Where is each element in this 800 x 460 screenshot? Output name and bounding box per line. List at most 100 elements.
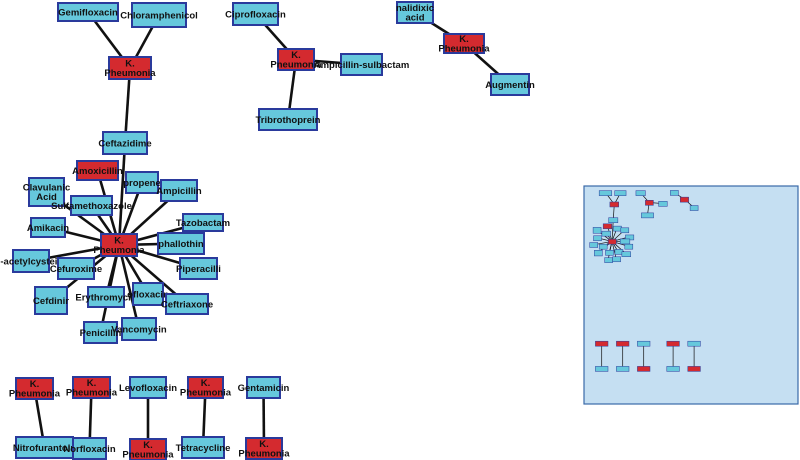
mini-node-augmentin bbox=[689, 205, 699, 211]
node-box bbox=[72, 437, 107, 460]
node-label: Pheumonia bbox=[9, 389, 61, 400]
mini-node-norfloxacin bbox=[616, 366, 630, 372]
node-norfloxacin[interactable]: Norfloxacin bbox=[63, 437, 116, 460]
node-ceftriaxone[interactable]: Ceftriaxone bbox=[161, 293, 213, 315]
node-box bbox=[182, 213, 224, 232]
node-box bbox=[76, 160, 119, 181]
node-label: Pneumonia bbox=[122, 450, 174, 460]
node-box bbox=[57, 2, 119, 22]
node-label: phallothin bbox=[158, 239, 204, 250]
node-label: K. bbox=[143, 440, 153, 451]
node-box bbox=[15, 377, 54, 400]
node-tribrothoprein[interactable]: Tribrothoprein bbox=[256, 108, 321, 131]
node-penicillin[interactable]: Penicillin bbox=[80, 321, 122, 344]
node-label: propene bbox=[123, 178, 160, 189]
node-label: Penicillin bbox=[80, 328, 122, 339]
node-ampicillin[interactable]: Ampicillin bbox=[156, 179, 202, 202]
node-box bbox=[83, 321, 118, 344]
node-ceftazidime[interactable]: Ceftazidime bbox=[98, 131, 152, 155]
node-box bbox=[28, 177, 65, 207]
node-box bbox=[100, 233, 138, 257]
node-kp7[interactable]: K.Pheumonia bbox=[180, 376, 232, 399]
node-box bbox=[245, 437, 283, 460]
mini-node-kp_hub bbox=[607, 238, 617, 245]
node-erythromycin[interactable]: Erythromycin bbox=[75, 286, 137, 308]
mini-node-sulfamethoxazole bbox=[601, 230, 611, 237]
edge-vancomycin-kp_hub bbox=[117, 244, 141, 330]
node-kp3[interactable]: K.Pheumonia bbox=[438, 33, 490, 55]
node-box bbox=[129, 376, 167, 399]
mini-node-ampsulb bbox=[658, 201, 668, 207]
node-levofloxacin[interactable]: Levofloxacin bbox=[119, 376, 177, 399]
node-label: Ciprofloxacin bbox=[225, 9, 286, 20]
mini-node-kp4 bbox=[595, 340, 609, 347]
node-box bbox=[12, 249, 50, 273]
node-nitrofurantoin[interactable]: Nitrofurantoin bbox=[13, 436, 77, 459]
node-tazobactam[interactable]: Tazobactam bbox=[176, 213, 230, 232]
node-cefuroxime[interactable]: Cefuroxime bbox=[50, 257, 102, 280]
node-nacetylcysteine[interactable]: N-acetylcysteine bbox=[0, 249, 68, 273]
node-label: Gentamicin bbox=[238, 383, 290, 394]
edge-ceftazidime-kp_hub bbox=[117, 142, 127, 246]
node-label: Tazobactam bbox=[176, 218, 230, 229]
mini-node-amikacin bbox=[593, 235, 602, 242]
node-label: Amoxicillin bbox=[72, 166, 123, 177]
node-label: K. bbox=[114, 236, 124, 247]
node-propene[interactable]: propene bbox=[123, 171, 161, 194]
node-box bbox=[102, 131, 148, 155]
node-label: Levofloxacin bbox=[119, 383, 177, 394]
mini-node-kp6 bbox=[637, 366, 651, 372]
node-ciprofloxacin[interactable]: Ciprofloxacin bbox=[225, 2, 286, 26]
node-amoxicillin[interactable]: Amoxicillin bbox=[72, 160, 123, 181]
node-vancomycin[interactable]: Vancomycin bbox=[111, 317, 167, 341]
node-box bbox=[277, 48, 315, 71]
node-label: Pheumonia bbox=[238, 449, 290, 460]
mini-node-propene bbox=[613, 225, 622, 232]
node-piperacillin[interactable]: Piperacilli bbox=[176, 257, 221, 280]
node-label: Clavulanic bbox=[23, 183, 71, 194]
mini-node-kp5 bbox=[616, 340, 630, 347]
node-label: Sulfamethoxazole bbox=[51, 201, 132, 212]
node-gentamicin[interactable]: Gentamicin bbox=[238, 376, 290, 399]
node-ofloxacin[interactable]: ofloxacin bbox=[127, 282, 169, 306]
node-tetracycline[interactable]: Tetracycline bbox=[176, 436, 231, 459]
node-box bbox=[179, 257, 218, 280]
node-kp4[interactable]: K.Pheumonia bbox=[9, 377, 61, 400]
node-phallothin[interactable]: phallothin bbox=[157, 232, 205, 255]
node-chloramphenicol[interactable]: Chloramphenicol bbox=[120, 2, 198, 28]
node-label: Pneumonia bbox=[270, 60, 322, 71]
mini-node-piperacillin bbox=[624, 243, 634, 250]
node-box bbox=[165, 293, 209, 315]
node-sulfamethoxazole[interactable]: Sulfamethoxazole bbox=[51, 195, 132, 216]
node-amikacin[interactable]: Amikacin bbox=[27, 217, 69, 238]
node-kp2[interactable]: K.Pneumonia bbox=[270, 48, 322, 71]
node-cefdinir[interactable]: Cefdinir bbox=[33, 286, 69, 315]
node-label: Chloramphenicol bbox=[120, 10, 198, 21]
node-label: Cefdinir bbox=[33, 296, 69, 307]
node-kp1[interactable]: K.Pheumonia bbox=[104, 56, 156, 80]
mini-node-levofloxacin bbox=[637, 340, 651, 347]
node-gemifloxacin[interactable]: Gemifloxacin bbox=[57, 2, 119, 22]
node-kp6[interactable]: K.Pneumonia bbox=[122, 438, 174, 460]
node-box bbox=[70, 195, 113, 216]
mini-node-cefuroxime bbox=[598, 243, 608, 250]
node-label: Ceftriaxone bbox=[161, 299, 213, 310]
node-kp8[interactable]: K.Pheumonia bbox=[238, 437, 290, 460]
node-box bbox=[57, 257, 95, 280]
mini-node-nacetylcysteine bbox=[589, 242, 598, 248]
node-augmentin[interactable]: Augmentin bbox=[485, 73, 535, 96]
mini-node-nitrofurantoin bbox=[595, 366, 609, 372]
mini-node-kp8 bbox=[687, 366, 701, 372]
node-box bbox=[125, 171, 159, 194]
node-box bbox=[87, 286, 125, 308]
node-box bbox=[258, 108, 318, 131]
overview-panel[interactable] bbox=[583, 185, 799, 405]
node-kp_hub[interactable]: K.Pheumonia bbox=[93, 233, 145, 257]
node-ampsulb[interactable]: Ampicillin-sulbactam bbox=[314, 53, 410, 76]
mini-node-tribrothoprein bbox=[641, 212, 654, 219]
node-kp5[interactable]: K.Pheumonia bbox=[66, 376, 118, 399]
node-label: Norfloxacin bbox=[63, 444, 115, 455]
